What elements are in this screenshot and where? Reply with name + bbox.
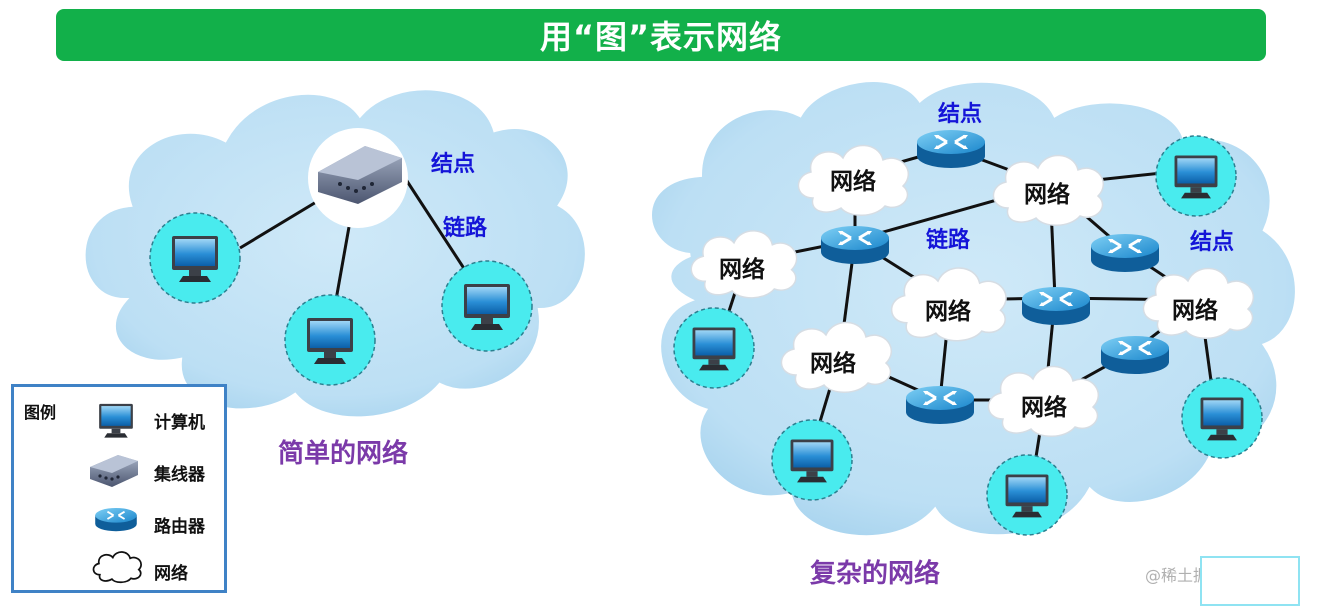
network-label: 网络 — [925, 299, 971, 325]
simple-network-caption: 简单的网络 — [278, 439, 409, 469]
computer-icon — [99, 403, 133, 438]
computer-node — [441, 260, 533, 352]
network-label: 网络 — [830, 169, 876, 195]
computer-node — [673, 307, 755, 389]
computer-node — [771, 419, 853, 501]
legend-label: 路由器 — [154, 517, 205, 537]
legend-label: 网络 — [154, 564, 188, 584]
title-banner: 用“图”表示网络 — [56, 9, 1266, 61]
network-label: 网络 — [1024, 182, 1070, 208]
hub-node — [308, 128, 408, 228]
complex-network-caption: 复杂的网络 — [810, 559, 941, 589]
router-node — [1099, 334, 1171, 376]
node-label: 结点 — [938, 102, 983, 127]
router-node — [1089, 232, 1161, 274]
router-node — [904, 384, 976, 426]
network-label: 网络 — [1021, 395, 1067, 421]
router-node — [1020, 285, 1092, 327]
computer-node — [1155, 135, 1237, 217]
qr-code — [1200, 556, 1300, 606]
computer-node — [149, 212, 241, 304]
legend-box: 图例 计算机 集线器 路由器 网络 — [11, 384, 227, 593]
legend-title: 图例 — [24, 403, 57, 422]
legend-label: 集线器 — [154, 465, 205, 485]
computer-node — [986, 454, 1068, 536]
link-label: 链路 — [443, 216, 488, 241]
computer-node — [1181, 377, 1263, 459]
hub-icon — [90, 455, 138, 487]
router-icon — [95, 508, 137, 532]
network-label: 网络 — [810, 351, 856, 377]
legend-label: 计算机 — [154, 413, 205, 433]
router-node — [915, 128, 987, 170]
router-node — [819, 224, 891, 266]
link-label: 链路 — [926, 228, 971, 253]
cloud-icon — [92, 551, 142, 584]
node-label: 结点 — [431, 152, 476, 177]
page-title: 用“图”表示网络 — [539, 18, 783, 56]
computer-node — [284, 294, 376, 386]
node-label: 结点 — [1190, 230, 1235, 255]
network-label: 网络 — [719, 257, 765, 283]
network-label: 网络 — [1172, 298, 1218, 324]
